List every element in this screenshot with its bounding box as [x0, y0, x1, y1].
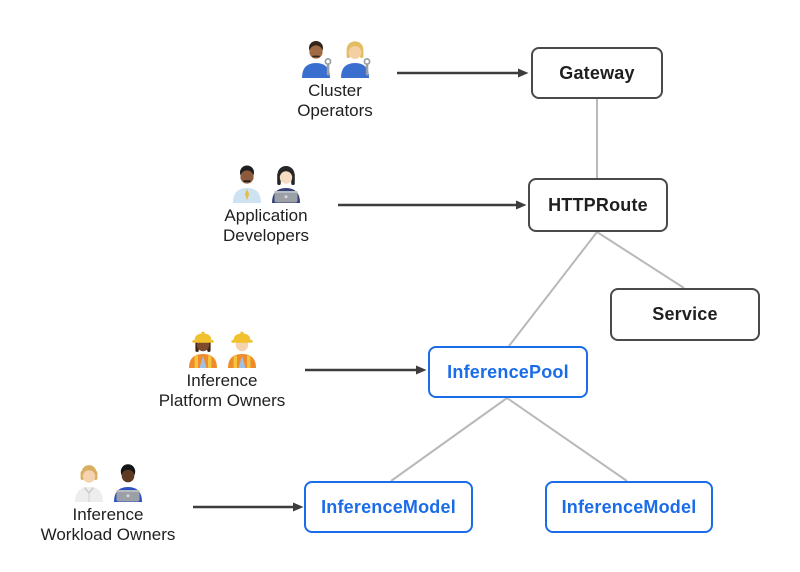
application-developers-label: Application Developers — [223, 206, 309, 245]
person-health-worker-icon — [74, 465, 103, 502]
actor-inference-workload-owners: Inference Workload Owners — [23, 462, 193, 545]
edge-inferencepool-inferencemodel-right — [506, 397, 628, 482]
edge-inferencepool-inferencemodel-left — [390, 397, 508, 482]
platform-owners-icons — [186, 328, 259, 368]
node-inferencemodel-right-label: InferenceModel — [561, 496, 697, 517]
woman-construction-worker-icon — [188, 331, 217, 368]
man-office-worker-icon — [232, 165, 261, 203]
cluster-operators-icons — [299, 38, 372, 78]
actor-inference-platform-owners: Inference Platform Owners — [137, 328, 307, 411]
node-inferencemodel-right: InferenceModel — [545, 481, 713, 533]
edge-httproute-inferencepool — [508, 231, 598, 347]
node-service-label: Service — [652, 304, 718, 324]
node-inferencepool: InferencePool — [428, 346, 588, 398]
node-service: Service — [610, 288, 760, 341]
node-httproute-label: HTTPRoute — [548, 194, 648, 215]
node-inferencemodel-left-label: InferenceModel — [321, 496, 456, 517]
node-gateway: Gateway — [531, 47, 663, 99]
node-inferencepool-label: InferencePool — [447, 361, 569, 382]
workload-owners-icons — [72, 462, 145, 502]
node-gateway-label: Gateway — [559, 62, 635, 83]
edge-httproute-service — [596, 231, 685, 289]
woman-mechanic-icon — [340, 41, 370, 78]
node-httproute: HTTPRoute — [528, 178, 668, 232]
man-technologist-icon — [113, 464, 142, 502]
node-inferencemodel-left: InferenceModel — [304, 481, 473, 533]
woman-technologist-icon — [271, 166, 300, 203]
man-mechanic-icon — [301, 41, 331, 78]
application-developers-icons — [230, 163, 303, 203]
actor-cluster-operators: Cluster Operators — [250, 38, 420, 121]
platform-owners-label: Inference Platform Owners — [158, 371, 286, 410]
workload-owners-label: Inference Workload Owners — [40, 505, 176, 544]
actor-application-developers: Application Developers — [181, 163, 351, 246]
man-construction-worker-icon — [227, 331, 256, 368]
cluster-operators-label: Cluster Operators — [297, 81, 373, 120]
